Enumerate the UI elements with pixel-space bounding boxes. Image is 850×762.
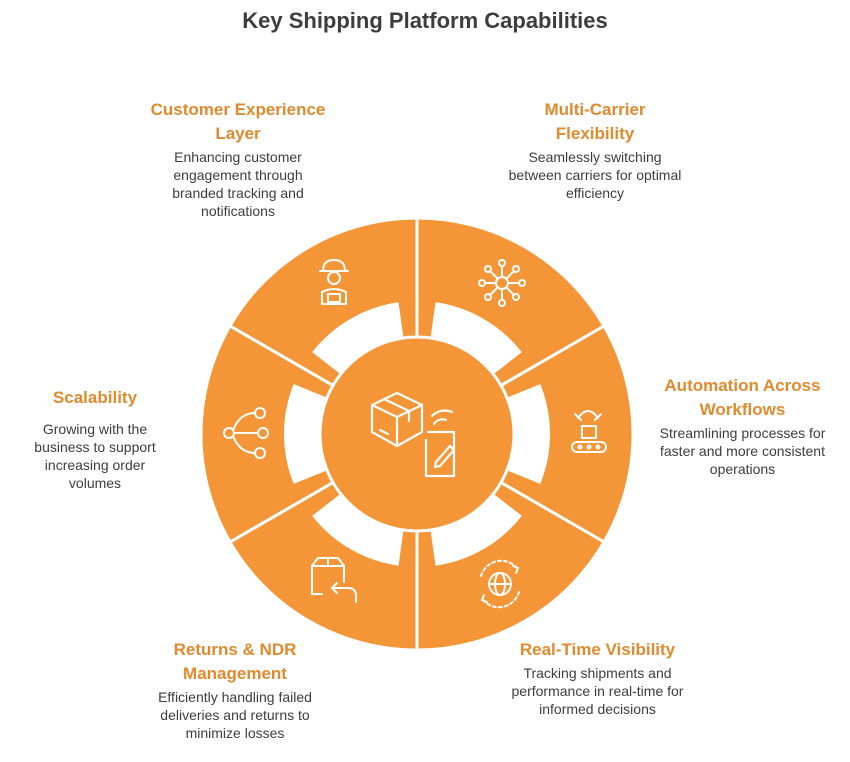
delivery-person-icon bbox=[319, 259, 349, 305]
globe-refresh-icon bbox=[480, 559, 520, 609]
capability-description: Enhancing customer engagement through br… bbox=[172, 149, 304, 219]
capability-title: Customer Experience Layer bbox=[150, 100, 326, 143]
ring-gap bbox=[312, 493, 404, 566]
capability-title: Multi-Carrier Flexibility bbox=[544, 100, 646, 143]
share-nodes-icon bbox=[223, 407, 269, 459]
capability-automation: Automation Across Workflows Streamlining… bbox=[650, 374, 835, 478]
capability-description: Efficiently handling failed deliveries a… bbox=[158, 689, 312, 741]
capability-title: Real-Time Visibility bbox=[519, 640, 676, 659]
capability-description: Tracking shipments and performance in re… bbox=[511, 665, 684, 717]
capability-description: Streamlining processes for faster and mo… bbox=[659, 425, 826, 477]
capability-real-time-visibility: Real-Time Visibility Tracking shipments … bbox=[505, 638, 690, 718]
capability-multi-carrier: Multi-Carrier Flexibility Seamlessly swi… bbox=[505, 98, 685, 202]
network-hub-icon bbox=[478, 259, 526, 307]
capability-title: Returns & NDR Management bbox=[173, 640, 297, 683]
capability-customer-experience: Customer Experience Layer Enhancing cust… bbox=[148, 98, 328, 220]
ring-gap bbox=[284, 384, 328, 484]
capability-title: Automation Across Workflows bbox=[664, 376, 821, 419]
capability-description: Seamlessly switching between carriers fo… bbox=[508, 149, 682, 201]
capability-returns-ndr: Returns & NDR Management Efficiently han… bbox=[150, 638, 320, 742]
ring-gap bbox=[506, 384, 550, 484]
wheel-gaps bbox=[284, 302, 550, 566]
page-title: Key Shipping Platform Capabilities bbox=[242, 8, 608, 33]
robotic-conveyor-icon bbox=[571, 410, 607, 453]
capability-title: Scalability bbox=[52, 388, 138, 407]
ring-gap bbox=[430, 493, 522, 566]
ring-gap bbox=[312, 302, 404, 375]
package-edit-icon bbox=[370, 391, 456, 478]
ring-gap bbox=[430, 302, 522, 375]
capability-scalability: Scalability Growing with the business to… bbox=[20, 386, 170, 492]
capability-description: Growing with the business to support inc… bbox=[34, 421, 156, 491]
box-return-icon bbox=[311, 557, 357, 603]
